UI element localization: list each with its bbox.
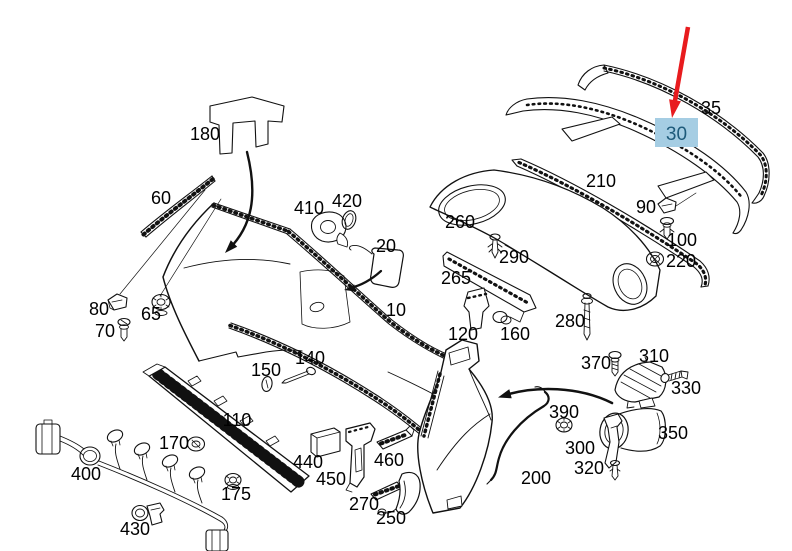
part-420-ring-drawing xyxy=(341,210,357,230)
part-label-220[interactable]: 220 xyxy=(666,251,696,271)
part-460-strip-drawing xyxy=(376,425,415,450)
part-160-fastener-drawing xyxy=(492,310,512,325)
leader-lines-60 xyxy=(119,189,222,297)
part-430-sensor-bracket-drawing xyxy=(131,502,165,526)
part-440-box-drawing xyxy=(310,427,341,458)
selection-arrow-shaft xyxy=(672,26,691,104)
part-label-390[interactable]: 390 xyxy=(549,402,579,422)
highlight-box[interactable] xyxy=(655,118,698,147)
part-60-strip-drawing xyxy=(140,175,216,238)
part-450-bracket-drawing xyxy=(345,422,376,493)
part-label-170[interactable]: 170 xyxy=(159,433,189,453)
part-label-250[interactable]: 250 xyxy=(376,508,406,528)
part-labels: 30 180 60 410 420 20 35 210 90 100 220 2… xyxy=(71,98,721,539)
part-label-260[interactable]: 260 xyxy=(445,212,475,232)
part-label-140[interactable]: 140 xyxy=(295,348,325,368)
part-label-410[interactable]: 410 xyxy=(294,198,324,218)
assembly-arrow-180 xyxy=(225,150,254,253)
part-250-bracket-drawing xyxy=(377,471,421,516)
part-390-nut-drawing xyxy=(555,417,573,433)
part-label-290[interactable]: 290 xyxy=(499,247,529,267)
part-label-80[interactable]: 80 xyxy=(89,299,109,319)
part-label-180[interactable]: 180 xyxy=(190,124,220,144)
part-200-rod-drawing xyxy=(486,386,550,485)
part-310-bracket-drawing xyxy=(614,356,667,409)
part-80-clip-drawing xyxy=(107,293,128,311)
part-label-350[interactable]: 350 xyxy=(658,423,688,443)
part-370-screw-drawing xyxy=(608,350,622,377)
part-label-440[interactable]: 440 xyxy=(293,452,323,472)
part-label-30-highlighted[interactable]: 30 xyxy=(666,124,687,145)
part-400-harness-drawing xyxy=(35,419,229,551)
part-label-110[interactable]: 110 xyxy=(223,410,252,430)
part-label-450[interactable]: 450 xyxy=(316,469,346,489)
assembly-arrow-corner xyxy=(498,387,614,405)
part-label-70[interactable]: 70 xyxy=(95,321,115,341)
part-label-35[interactable]: 35 xyxy=(701,98,721,118)
part-label-280[interactable]: 280 xyxy=(555,311,585,331)
part-140-pin-drawing xyxy=(281,366,316,384)
part-20-cover-drawing xyxy=(349,244,404,288)
part-label-300[interactable]: 300 xyxy=(565,438,595,458)
part-90-clip-drawing xyxy=(657,192,697,214)
part-label-150[interactable]: 150 xyxy=(251,360,281,380)
part-290-screw-drawing xyxy=(487,233,503,259)
part-label-100[interactable]: 100 xyxy=(667,230,697,250)
part-170-grommet-drawing xyxy=(186,436,206,452)
part-35-strip-drawing xyxy=(577,64,770,204)
part-label-400[interactable]: 400 xyxy=(71,464,101,484)
part-300-bracket-drawing xyxy=(603,413,623,469)
part-label-210[interactable]: 210 xyxy=(586,171,616,191)
part-label-270[interactable]: 270 xyxy=(349,494,379,514)
part-label-330[interactable]: 330 xyxy=(671,378,701,398)
part-260-diffuser-drawing xyxy=(429,169,661,311)
part-220-grommet-drawing xyxy=(645,251,665,267)
part-label-200[interactable]: 200 xyxy=(521,468,551,488)
part-110-impact-bar-drawing xyxy=(142,363,310,493)
part-280-screw-drawing xyxy=(581,292,593,341)
part-label-370[interactable]: 370 xyxy=(581,353,611,373)
part-label-20[interactable]: 20 xyxy=(376,236,396,256)
part-100-rivet-drawing xyxy=(659,216,675,240)
part-10-bumper-drawing xyxy=(162,202,458,457)
part-label-310[interactable]: 310 xyxy=(639,346,669,366)
part-label-265[interactable]: 265 xyxy=(441,268,471,288)
part-180-bracket-drawing xyxy=(209,96,285,155)
part-320-screw-drawing xyxy=(609,459,621,481)
part-120-bracket-drawing xyxy=(463,287,490,331)
part-label-90[interactable]: 90 xyxy=(636,197,656,217)
part-65-nut-drawing xyxy=(151,293,171,316)
selection-indicator xyxy=(655,26,698,147)
part-label-460[interactable]: 460 xyxy=(374,450,404,470)
part-150-plug-drawing xyxy=(261,375,273,393)
selection-arrow-head xyxy=(669,99,681,118)
part-label-175[interactable]: 175 xyxy=(221,484,251,504)
part-410-sensor-drawing xyxy=(310,211,349,248)
part-label-60[interactable]: 60 xyxy=(151,188,171,208)
part-label-65[interactable]: 65 xyxy=(141,304,161,324)
part-330-bolt-drawing xyxy=(660,370,689,383)
assembly-arrow-20 xyxy=(344,269,383,292)
part-70-screw-drawing xyxy=(117,317,131,342)
part-label-10[interactable]: 10 xyxy=(386,300,406,320)
part-label-160[interactable]: 160 xyxy=(500,324,530,344)
part-175-nut-drawing xyxy=(224,472,242,490)
part-label-420[interactable]: 420 xyxy=(332,191,362,211)
part-label-120[interactable]: 120 xyxy=(448,324,478,344)
part-10-corner-drawing xyxy=(417,339,493,514)
part-265-strip-drawing xyxy=(442,251,537,323)
part-label-320[interactable]: 320 xyxy=(574,458,604,478)
part-label-430[interactable]: 430 xyxy=(120,519,150,539)
